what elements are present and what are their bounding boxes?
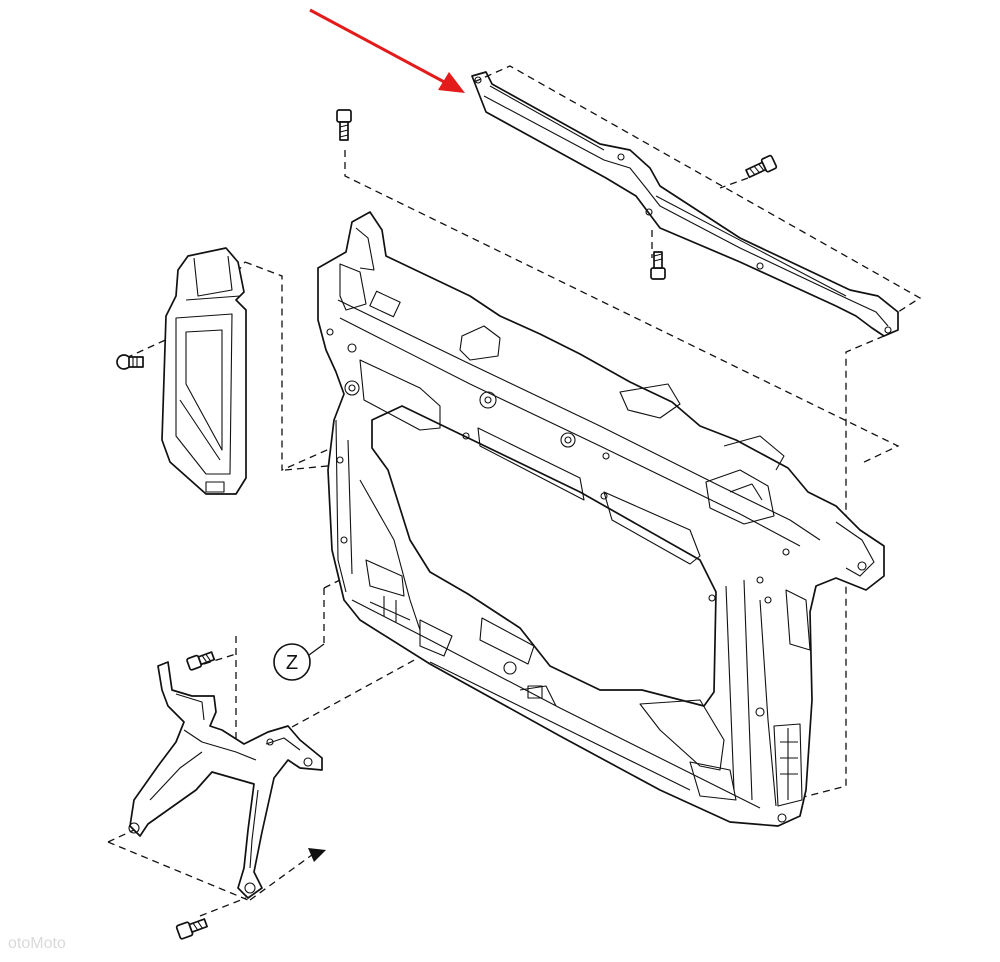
radiator-support-frame [317, 211, 885, 827]
bolt-icon-top [336, 109, 352, 141]
bolt-icon-cross-member-vertical [650, 251, 666, 280]
clip-icon-left [116, 354, 144, 370]
upper-cross-member [471, 71, 899, 337]
direction-arrow [308, 848, 326, 862]
bolt-icon-lower-bracket [186, 651, 216, 671]
watermark: otoMoto [8, 935, 66, 952]
callout-label: Z [286, 652, 298, 674]
red-pointer-arrow [309, 8, 465, 93]
left-side-bracket [161, 247, 247, 495]
bolt-icon-bottom [175, 918, 208, 940]
callout-z: Z [273, 643, 325, 681]
lower-latch-bracket [128, 661, 323, 899]
bolt-icon-cross-member-side [745, 154, 778, 179]
